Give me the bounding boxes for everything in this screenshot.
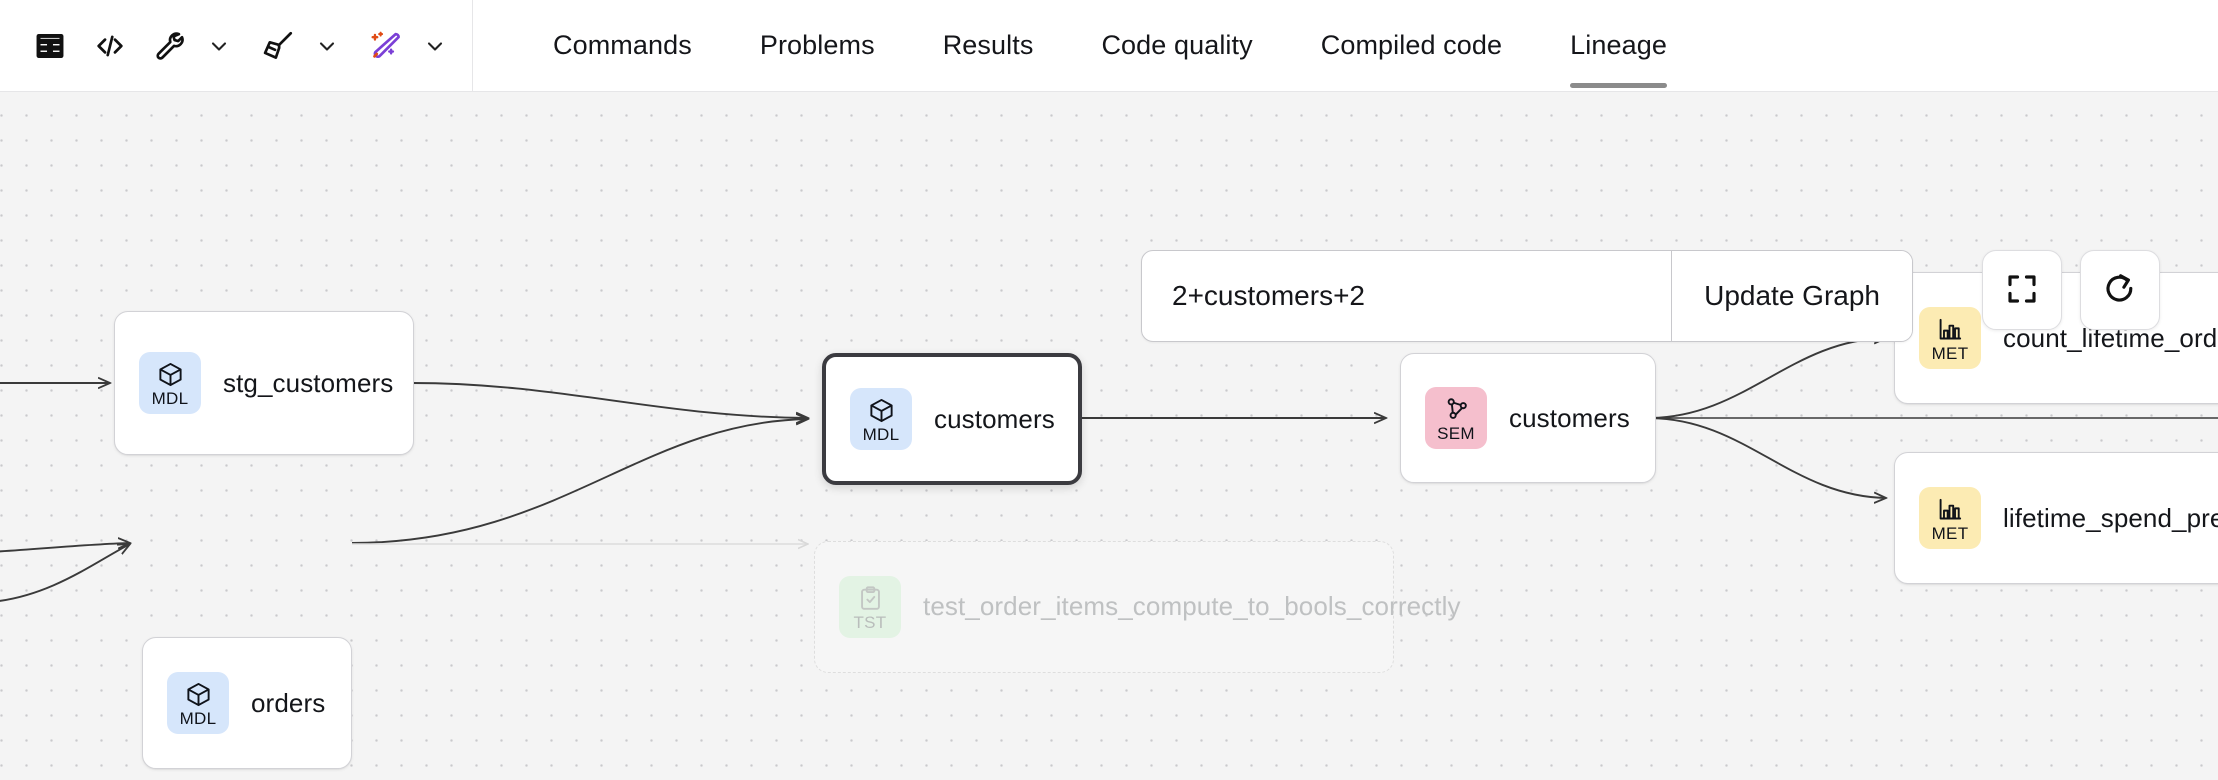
cube-icon bbox=[868, 395, 895, 425]
badge-label: MET bbox=[1931, 344, 1969, 363]
tab-results[interactable]: Results bbox=[909, 0, 1068, 91]
node-label: lifetime_spend_pretax bbox=[2003, 502, 2218, 533]
node-kind-badge-mdl: MDL bbox=[139, 352, 201, 414]
reset-graph-button[interactable] bbox=[2080, 250, 2160, 330]
lineage-canvas[interactable]: MDL stg_customers MDL orders bbox=[0, 92, 2218, 780]
tab-code-quality[interactable]: Code quality bbox=[1067, 0, 1286, 91]
table-view-icon[interactable] bbox=[22, 18, 78, 74]
graph-search-input[interactable] bbox=[1142, 251, 1672, 341]
tab-bar: Commands Problems Results Code quality C… bbox=[473, 0, 1701, 91]
edge-sem-count-lifetime-orders bbox=[1647, 338, 1886, 419]
update-graph-button[interactable]: Update Graph bbox=[1671, 251, 1912, 341]
chevron-down-icon-ai[interactable] bbox=[418, 18, 452, 74]
node-label: customers bbox=[1509, 402, 1630, 433]
bar-chart-icon bbox=[1937, 494, 1964, 524]
fit-view-icon bbox=[2004, 271, 2040, 310]
code-icon[interactable] bbox=[82, 18, 138, 74]
node-kind-badge-tst: TST bbox=[839, 576, 901, 638]
tab-underline bbox=[943, 83, 1034, 88]
fit-view-button[interactable] bbox=[1982, 250, 2062, 330]
graph-node-test-order-items[interactable]: TST test_order_items_compute_to_bools_co… bbox=[814, 541, 1461, 673]
node-label: customers bbox=[934, 403, 1055, 434]
node-label: test_order_items_compute_to_bools_correc… bbox=[923, 591, 1461, 622]
node-kind-badge-mdl: MDL bbox=[850, 388, 912, 450]
network-graph-icon bbox=[1443, 394, 1470, 424]
canvas-controls bbox=[1982, 250, 2160, 330]
tab-label: Lineage bbox=[1570, 30, 1667, 60]
badge-label: MDL bbox=[151, 389, 189, 408]
tab-underline bbox=[1570, 83, 1667, 88]
edge-offscreen-orders-b bbox=[0, 544, 130, 602]
clipboard-check-icon bbox=[857, 583, 884, 613]
wrench-icon[interactable] bbox=[142, 18, 198, 74]
graph-node-customers-model[interactable]: MDL customers bbox=[822, 353, 1082, 485]
graph-node-lifetime-spend-pretax[interactable]: MET lifetime_spend_pretax bbox=[1894, 452, 2218, 584]
reset-icon bbox=[2102, 271, 2138, 310]
badge-label: SEM bbox=[1437, 424, 1475, 443]
node-kind-badge-met: MET bbox=[1919, 487, 1981, 549]
graph-node-customers-semantic[interactable]: SEM customers bbox=[1400, 353, 1656, 483]
edge-offscreen-orders-a bbox=[0, 543, 130, 553]
graph-node-stg-customers[interactable]: MDL stg_customers bbox=[114, 311, 414, 455]
badge-label: MET bbox=[1931, 524, 1969, 543]
tab-label: Commands bbox=[553, 30, 692, 60]
tab-problems[interactable]: Problems bbox=[726, 0, 909, 91]
badge-label: MDL bbox=[862, 425, 900, 444]
edge-stg-customers-customers bbox=[411, 382, 808, 418]
node-label: orders bbox=[251, 687, 326, 718]
node-kind-badge-mdl: MDL bbox=[167, 672, 229, 734]
edge-orders-customers bbox=[351, 419, 808, 544]
magic-wand-icon[interactable] bbox=[358, 18, 414, 74]
cube-icon bbox=[185, 679, 212, 709]
tab-label: Problems bbox=[759, 30, 875, 60]
cube-icon bbox=[157, 359, 184, 389]
tab-commands[interactable]: Commands bbox=[519, 0, 726, 91]
graph-node-count-lifetime-orders[interactable]: MET count_lifetime_orders bbox=[1894, 272, 2218, 404]
tab-label: Code quality bbox=[1101, 30, 1253, 60]
bar-chart-icon bbox=[1937, 314, 1964, 344]
tab-underline bbox=[1101, 83, 1252, 88]
graph-search-bar: Update Graph bbox=[1141, 250, 1913, 342]
editor-tool-group bbox=[0, 0, 473, 91]
tab-label: Compiled code bbox=[1320, 30, 1503, 60]
edge-sem-lifetime-spend-pretax bbox=[1647, 417, 1886, 498]
chevron-down-icon-tools[interactable] bbox=[202, 18, 236, 74]
tab-underline bbox=[1321, 83, 1502, 88]
node-kind-badge-met: MET bbox=[1919, 307, 1981, 369]
node-label: stg_customers bbox=[223, 367, 394, 398]
tab-label: Results bbox=[942, 30, 1034, 60]
tab-lineage[interactable]: Lineage bbox=[1536, 0, 1701, 91]
tab-compiled-code[interactable]: Compiled code bbox=[1287, 0, 1536, 91]
graph-node-orders[interactable]: MDL orders bbox=[142, 637, 352, 769]
badge-label: MDL bbox=[179, 709, 217, 728]
chevron-down-icon-format[interactable] bbox=[310, 18, 344, 74]
broom-icon[interactable] bbox=[250, 18, 306, 74]
tab-underline bbox=[553, 83, 692, 88]
top-toolbar: Commands Problems Results Code quality C… bbox=[0, 0, 2218, 92]
tab-underline bbox=[760, 83, 875, 88]
badge-label: TST bbox=[853, 613, 887, 632]
node-kind-badge-sem: SEM bbox=[1425, 387, 1487, 449]
